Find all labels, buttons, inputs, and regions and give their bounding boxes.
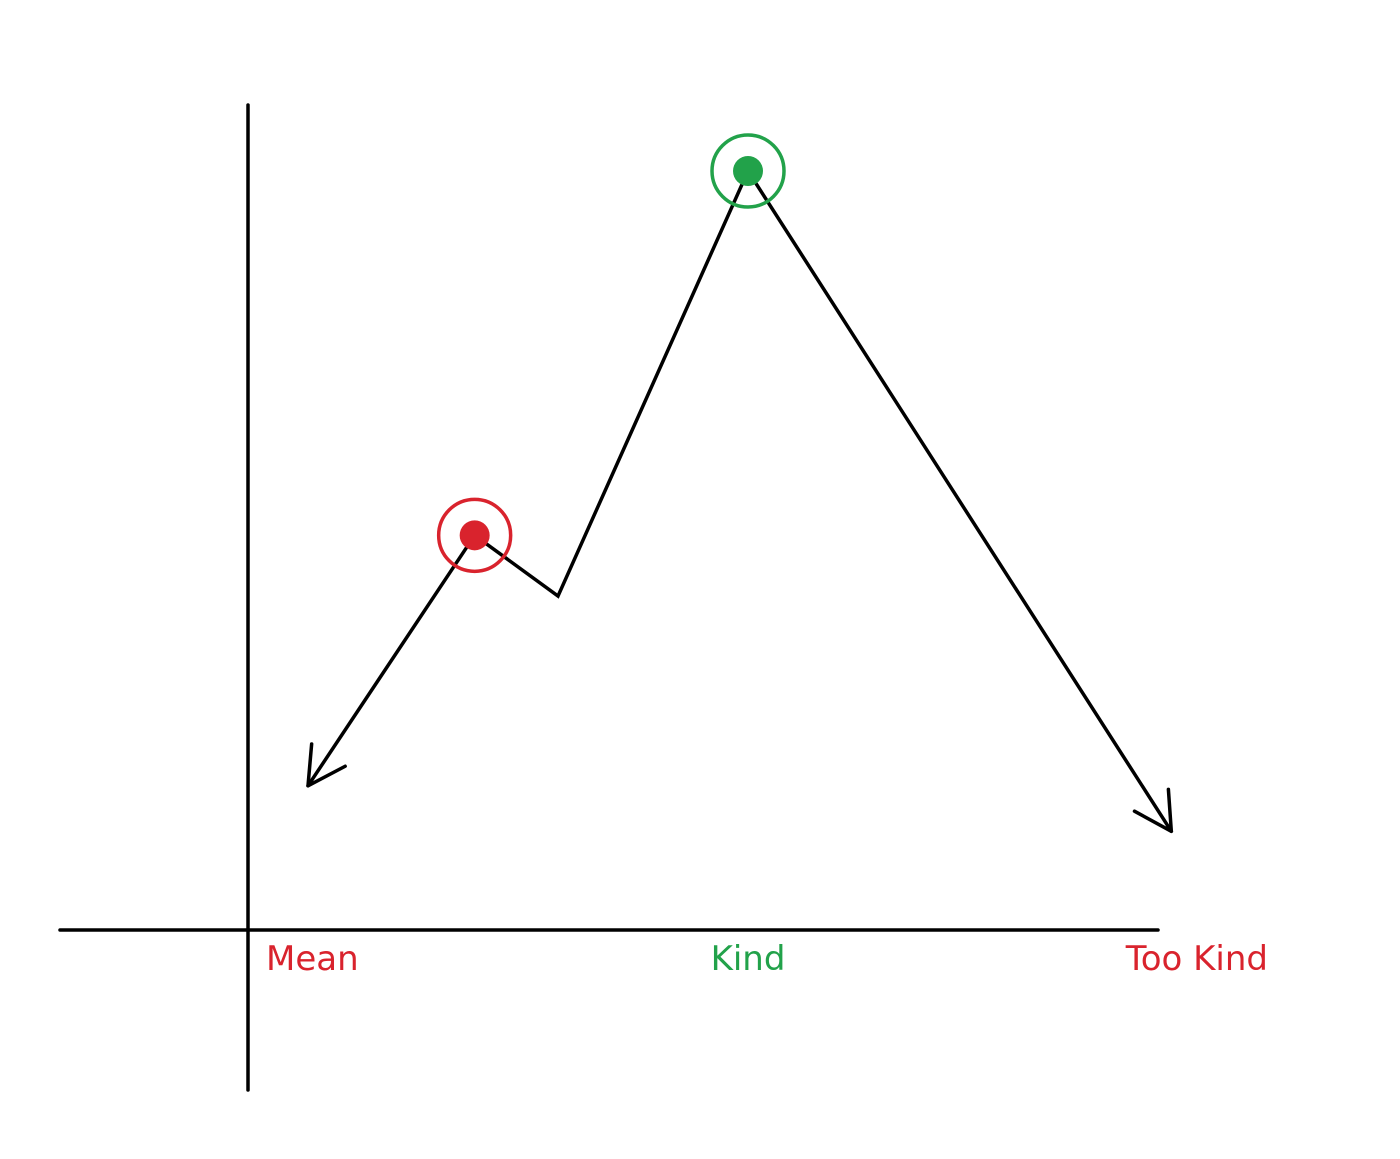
x-tick-label: Mean <box>266 939 359 979</box>
end-arrowhead <box>1132 787 1174 834</box>
series-line <box>306 167 1174 834</box>
highlight-dot <box>459 520 490 551</box>
highlight-ring <box>436 497 513 574</box>
x-tick-label: Kind <box>711 939 786 979</box>
start-arrowhead <box>306 742 347 788</box>
x-tick-labels: Mean Kind Too Kind <box>266 939 1268 979</box>
x-tick-label: Too Kind <box>1125 939 1268 979</box>
highlight-layer <box>436 133 786 574</box>
highlight-dot <box>733 156 763 186</box>
series-layer <box>306 167 1174 834</box>
highlight-ring <box>710 133 786 209</box>
